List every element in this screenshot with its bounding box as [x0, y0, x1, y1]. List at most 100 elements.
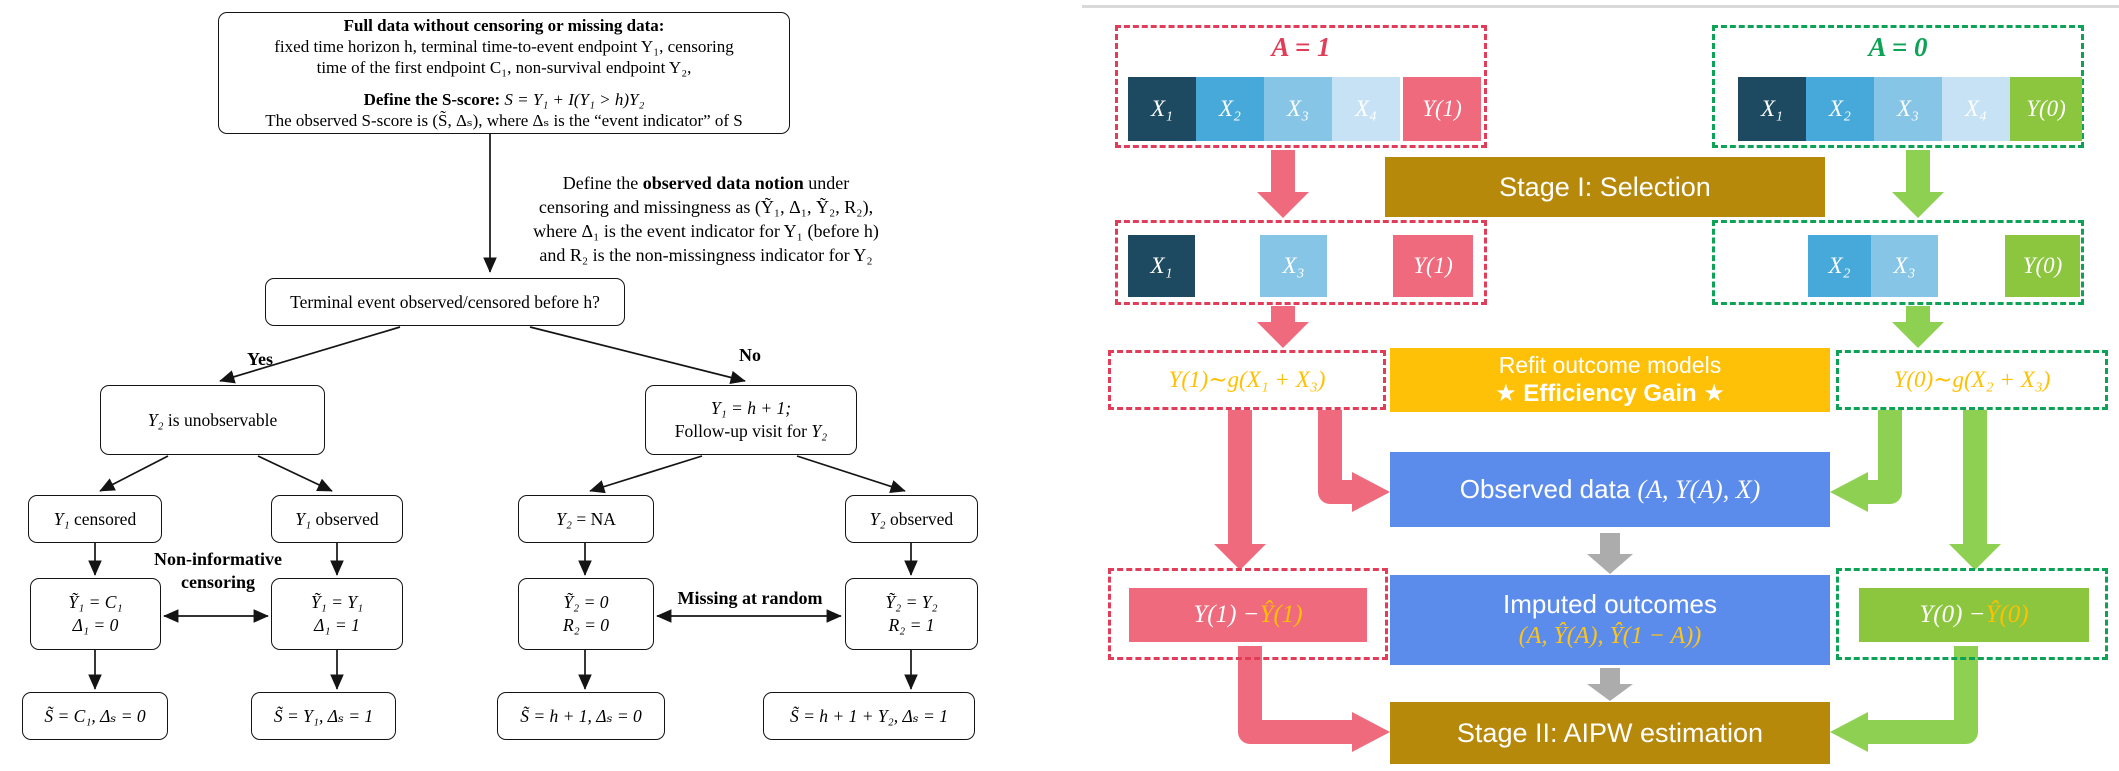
selected-a1-box: X₁ X₃ Y(1)	[1115, 220, 1487, 305]
y0-residual-yellow: Ŷ(0)	[1985, 601, 2029, 628]
sel1-cell-x3: X₃	[1260, 235, 1327, 297]
note-line2: censoring and missingness as (Ỹ₁, Δ₁, Ỹ₂…	[538, 196, 874, 217]
a1-cell-y1: Y(1)	[1403, 77, 1481, 141]
stilde-c1-box: S̃ = C₁, Δₛ = 0	[22, 692, 168, 740]
observed-s-score-line: The observed S-score is (S̃, Δₛ), where …	[265, 111, 743, 130]
flowchart-connectors	[88, 134, 918, 690]
refit-line1: Refit outcome models	[1498, 351, 1722, 378]
censored-text: censored	[69, 508, 137, 529]
note-line1-bold: observed data notion	[642, 173, 804, 193]
treatment-a1-box: A = 1 X₁ X₂ X₃ X₄ Y(1)	[1115, 25, 1487, 148]
y2-math: Y₂	[147, 409, 164, 430]
y1-censored-text: Y₁ censored	[54, 508, 136, 531]
sel0-cell-y0: Y(0)	[2005, 235, 2080, 297]
sel0-cell-x3: X₃	[1871, 235, 1938, 297]
observed-data-math: (A, Y(A), X)	[1637, 475, 1761, 504]
y1-h1-formula: Y₁ = h + 1;	[710, 398, 792, 419]
a1-cell-x4: X₄	[1332, 77, 1400, 141]
r2-0-formula: R₂ = 0	[562, 615, 610, 635]
ytilde1-c1-formula: Ỹ₁ = C₁	[68, 592, 123, 613]
note-line1-post: under	[803, 173, 850, 193]
sel1-cell-y1: Y(1)	[1393, 235, 1473, 297]
s-score-formula: S = Y₁ + I(Y₁ > h)Y₂	[500, 90, 645, 109]
ytilde2-0-formula: Ỹ₂ = 0	[563, 592, 609, 613]
stage1-label: Stage I: Selection	[1499, 171, 1711, 202]
note-line4: and R₂ is the non-missingness indicator …	[539, 244, 873, 265]
non-informative-line1: Non-informative	[154, 549, 282, 569]
stilde-c1-formula: S̃ = C₁, Δₛ = 0	[44, 705, 146, 726]
y1-residual-outer-box: Y(1) − Ŷ(1)	[1108, 568, 1388, 660]
terminal-event-question-box: Terminal event observed/censored before …	[265, 278, 625, 326]
note-line1: Define the observed data notion under	[500, 172, 912, 196]
stilde-h1y2-box: S̃ = h + 1 + Y₂, Δₛ = 1	[763, 692, 975, 740]
y1-observed-text: Y₁ observed	[295, 508, 378, 531]
full-data-box: Full data without censoring or missing d…	[218, 12, 790, 134]
y2-unobservable-box: Y₂ is unobservable	[100, 385, 325, 455]
y0-residual-box: Y(0) − Ŷ(0)	[1859, 588, 2089, 642]
non-informative-censoring-label: Non-informative censoring	[148, 548, 288, 593]
define-s-score-line: Define the S-score: S = Y₁ + I(Y₁ > h)Y₂	[364, 89, 645, 110]
g1-model-box: Y(1)∼g(X₁ + X₃)	[1108, 350, 1386, 410]
delta1-1-formula: Δ₁ = 1	[314, 615, 360, 635]
y2-unobservable-text: Y₂ is unobservable	[148, 409, 278, 432]
imputed-math: (A, Ŷ(A), Ŷ(1 − A))	[1518, 623, 1702, 650]
observed-data-line: Observed data (A, Y(A), X)	[1460, 474, 1761, 505]
block-arrows	[1214, 150, 2001, 752]
a1-cell-x3: X₃	[1264, 77, 1332, 141]
a0-cell-x2: X₂	[1806, 77, 1874, 141]
stage2-label: Stage II: AIPW estimation	[1456, 717, 1764, 748]
note-line1-pre: Define the	[562, 173, 643, 193]
y0-residual-white: Y(0) −	[1919, 601, 1986, 628]
followup-text: Follow-up visit for	[674, 421, 812, 441]
a0-cell-x1: X₁	[1738, 77, 1806, 141]
terminal-event-question: Terminal event observed/censored before …	[290, 291, 600, 312]
imputed-line1: Imputed outcomes	[1503, 588, 1717, 619]
define-s-score-label: Define the S-score:	[363, 90, 501, 109]
refit-outcome-models-box: Refit outcome models ★ Efficiency Gain ★	[1390, 348, 1830, 412]
r2-1-formula: R₂ = 1	[888, 615, 935, 635]
ytilde1-c1-box: Ỹ₁ = C₁ Δ₁ = 0	[30, 578, 161, 650]
na-text: = NA	[571, 508, 616, 529]
a1-cell-x2: X₂	[1196, 77, 1264, 141]
full-data-title: Full data without censoring or missing d…	[343, 16, 665, 35]
y0-residual-outer-box: Y(0) − Ŷ(0)	[1836, 568, 2108, 660]
full-data-line3: time of the first endpoint C₁, non-survi…	[316, 58, 692, 77]
imputed-outcomes-box: Imputed outcomes (A, Ŷ(A), Ŷ(1 − A))	[1390, 575, 1830, 665]
full-data-line2: fixed time horizon h, terminal time-to-e…	[274, 37, 734, 56]
top-divider-line	[1082, 5, 2119, 8]
stilde-h1-formula: S̃ = h + 1, Δₛ = 0	[520, 705, 642, 726]
stilde-h1y2-formula: S̃ = h + 1 + Y₂, Δₛ = 1	[790, 705, 948, 726]
stilde-h1-box: S̃ = h + 1, Δₛ = 0	[497, 692, 665, 740]
missing-at-random-label: Missing at random	[677, 588, 823, 608]
observed-data-text: Observed data	[1459, 474, 1638, 504]
a0-cell-x4: X₄	[1942, 77, 2010, 141]
a1-label: A = 1	[1271, 32, 1331, 62]
observed-data-notion-note: Define the observed data notion under ce…	[500, 172, 912, 268]
y1-h1-followup-box: Y₁ = h + 1; Follow-up visit for Y₂	[645, 385, 857, 455]
y2-observed-box: Y₂ observed	[845, 495, 978, 543]
non-informative-line2: censoring	[181, 571, 255, 592]
observed-text: observed	[885, 508, 954, 529]
ytilde2-y2-box: Ỹ₂ = Y₂ R₂ = 1	[845, 578, 978, 650]
delta1-0-formula: Δ₁ = 0	[72, 615, 119, 635]
y1-censored-box: Y₁ censored	[28, 495, 162, 543]
y2-text: is unobservable	[163, 409, 278, 430]
y2-math: Y₂	[556, 508, 572, 529]
arrow-lines	[88, 134, 918, 690]
followup-math: Y₂	[811, 421, 828, 441]
y1-math: Y₁	[295, 508, 312, 529]
a0-cell-y0: Y(0)	[2010, 77, 2082, 141]
g0-formula: Y(0)∼g(X₂ + X₃)	[1893, 367, 2051, 392]
stage2-aipw-box: Stage II: AIPW estimation	[1390, 702, 1830, 764]
g0-model-box: Y(0)∼g(X₂ + X₃)	[1836, 350, 2108, 410]
ytilde1-y1-formula: Ỹ₁ = Y₁	[310, 592, 364, 613]
stilde-y1-formula: S̃ = Y₁, Δₛ = 1	[273, 705, 374, 726]
g1-formula: Y(1)∼g(X₁ + X₃)	[1168, 367, 1326, 392]
yes-label: Yes	[247, 349, 273, 369]
y1-residual-yellow: Ŷ(1)	[1259, 601, 1303, 628]
stilde-y1-box: S̃ = Y₁, Δₛ = 1	[251, 692, 396, 740]
sel0-cell-x2: X₂	[1808, 235, 1871, 297]
note-line3: where Δ₁ is the event indicator for Y₁ (…	[533, 220, 879, 241]
a0-label: A = 0	[1868, 32, 1928, 62]
